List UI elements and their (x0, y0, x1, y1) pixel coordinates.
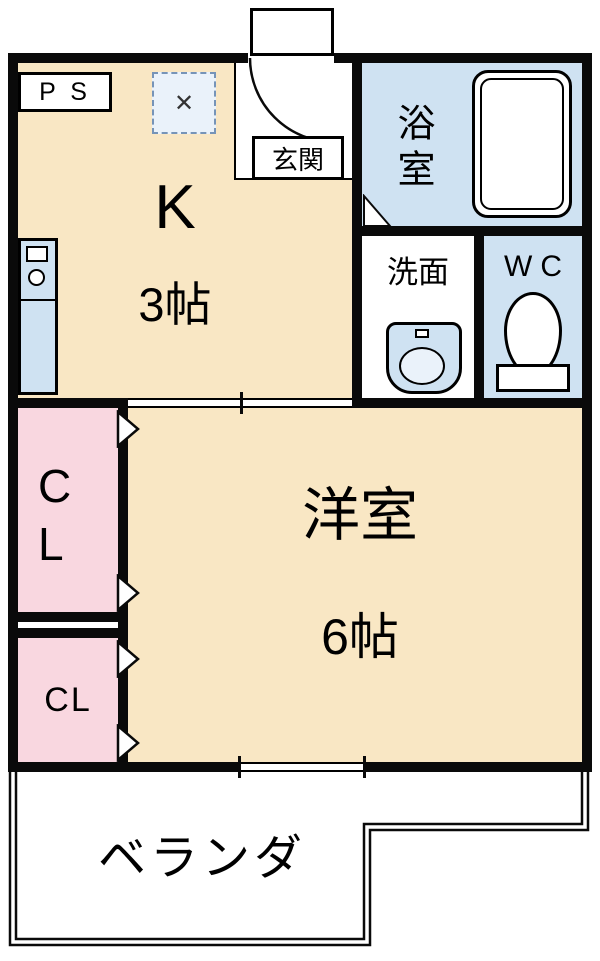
partition-tick (240, 392, 243, 414)
closet-door-mark-icon (116, 724, 140, 762)
closet-upper-line1: C (38, 460, 72, 512)
entry-door-swing-arc-icon (248, 57, 335, 144)
wall-washroom-wc (474, 236, 484, 408)
kitchen-label: K (154, 172, 196, 242)
closet-lower-label: CL (44, 680, 92, 719)
counter-divider (21, 299, 55, 301)
toilet-bowl-icon (504, 292, 562, 376)
wall-divider-left (8, 398, 128, 408)
closet-lower (18, 638, 118, 762)
window-tick-left (238, 756, 241, 778)
basin-bowl-icon (399, 347, 445, 385)
western-room-size-label: 6帖 (321, 609, 399, 665)
window-tick-right (363, 756, 366, 778)
pipe-space-box: P S (18, 72, 112, 112)
wall-bottom-right (366, 762, 592, 772)
wall-right (582, 53, 592, 772)
entrance-label-box: 玄関 (252, 136, 344, 180)
wall-bath-bottom (352, 226, 592, 236)
basin-faucet-icon (415, 329, 429, 338)
closet-upper (18, 408, 118, 612)
closet-door-mark-icon (116, 574, 140, 612)
kitchen-counter-icon (18, 238, 58, 395)
closet-upper-line2: L (38, 517, 64, 570)
bathtub-icon (472, 70, 572, 218)
washroom-label: 洗面 (387, 254, 449, 290)
veranda-outline (8, 770, 590, 947)
bathtub-inner (480, 78, 564, 210)
counter-sink-icon (26, 246, 48, 262)
western-room-label: 洋室 (301, 483, 418, 548)
wall-closet-mid-a (8, 612, 128, 622)
kitchen-size-label: 3帖 (138, 277, 212, 331)
wc-label: WC (504, 250, 570, 283)
wall-divider-right (352, 398, 592, 408)
entrance-label: 玄関 (271, 144, 324, 175)
wall-top-right (334, 53, 592, 63)
bathroom-label: 浴室 (391, 103, 433, 195)
closet-door-mark-icon (116, 410, 140, 448)
counter-burner-icon (28, 269, 45, 286)
pipe-space-label: P S (39, 77, 91, 106)
wall-top-left (8, 53, 248, 63)
veranda-label: ベランダ (97, 832, 306, 885)
washbasin-icon (386, 322, 462, 394)
entry-door-leaf-icon (250, 8, 334, 56)
vent-x-mark-icon: ✕ (173, 89, 195, 117)
bath-door-swing-icon (363, 194, 393, 227)
range-hood-icon: ✕ (152, 72, 216, 134)
wall-bottom-left (8, 762, 240, 772)
toilet-tank-icon (496, 364, 570, 392)
wall-left (8, 53, 18, 772)
wall-closet-mid-b (8, 628, 128, 638)
closet-door-mark-icon (116, 640, 140, 678)
balcony-window (240, 762, 366, 772)
closet-upper-label: C L (38, 458, 102, 592)
western-room (128, 408, 582, 762)
